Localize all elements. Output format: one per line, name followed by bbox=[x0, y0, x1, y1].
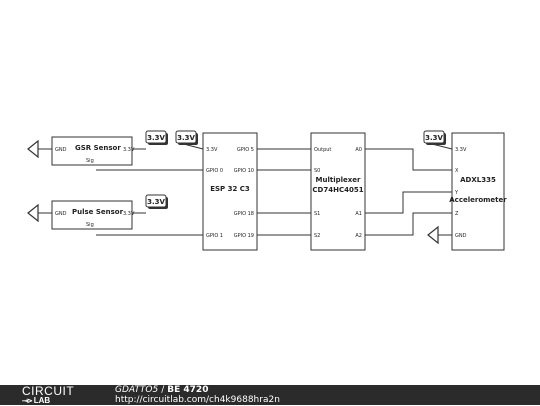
adxl335-body bbox=[451, 132, 505, 251]
pin-label: Y bbox=[454, 190, 459, 196]
pin-label: GPIO 10 bbox=[234, 168, 254, 174]
pin-label: GND bbox=[455, 233, 467, 239]
power-flag-label: 3.3V bbox=[147, 198, 165, 206]
pin-label: Sig bbox=[86, 222, 94, 228]
resistor-diode-icon: ⊸⊳ bbox=[22, 398, 33, 405]
pin-label: A1 bbox=[355, 211, 362, 217]
wire bbox=[365, 191, 452, 214]
esp32-body bbox=[202, 132, 258, 251]
pin-label: S0 bbox=[314, 168, 320, 174]
pin-label: X bbox=[455, 168, 459, 174]
footer-bar: CIRCUIT ⊸⊳LAB GDATTO5/BE 4720 http://cir… bbox=[0, 385, 540, 405]
wire bbox=[365, 148, 452, 171]
wire bbox=[365, 212, 452, 236]
circuit-url[interactable]: http://circuitlab.com/ch4k9688hra2n bbox=[115, 395, 280, 405]
power-flag bbox=[175, 130, 197, 144]
pin-label: GND bbox=[55, 147, 67, 153]
pin-label: 3.3V bbox=[123, 211, 135, 217]
pin-label: GND bbox=[55, 211, 67, 217]
mux-part-number: CD74HC4051 bbox=[312, 186, 363, 194]
logo-wordmark-top: CIRCUIT bbox=[22, 384, 75, 398]
gsr-sensor-body bbox=[51, 136, 133, 166]
power-flag-label: 3.3V bbox=[147, 134, 165, 142]
power-flag-label: 3.3V bbox=[425, 134, 443, 142]
pin-label: A0 bbox=[355, 147, 362, 153]
pin-label: 3.3V bbox=[206, 147, 218, 153]
separator: / bbox=[161, 385, 165, 395]
ground-symbol-icon bbox=[427, 225, 439, 245]
logo-lab-text: LAB bbox=[33, 396, 51, 405]
gsr-sensor-title: GSR Sensor bbox=[75, 144, 121, 152]
pin-label: Output bbox=[314, 147, 331, 153]
power-flag bbox=[145, 130, 167, 144]
mux-body bbox=[310, 132, 366, 251]
logo-wordmark-bottom: ⊸⊳LAB bbox=[22, 396, 50, 405]
author-name[interactable]: GDATTO5 bbox=[115, 385, 159, 395]
pin-label: 3.3V bbox=[123, 147, 135, 153]
circuit-credit: GDATTO5/BE 4720 bbox=[115, 385, 208, 395]
esp32-title: ESP 32 C3 bbox=[210, 185, 250, 193]
circuitlab-logo[interactable]: CIRCUIT ⊸⊳LAB bbox=[22, 385, 92, 405]
pulse-sensor-body bbox=[51, 200, 133, 230]
circuit-name[interactable]: BE 4720 bbox=[167, 385, 209, 395]
adxl335-title: ADXL335 bbox=[460, 176, 496, 184]
pulse-sensor-title: Pulse Sensor bbox=[72, 208, 124, 216]
pin-label: 3.3V bbox=[455, 147, 467, 153]
ground-symbol-icon bbox=[27, 203, 39, 223]
pin-label: GPIO 18 bbox=[234, 211, 254, 217]
pin-label: A2 bbox=[355, 233, 362, 239]
pin-label: GPIO 5 bbox=[237, 147, 254, 153]
ground-symbol-icon bbox=[27, 139, 39, 159]
pin-label: GPIO 0 bbox=[206, 168, 223, 174]
power-flag bbox=[423, 130, 445, 144]
power-flag-label: 3.3V bbox=[177, 134, 195, 142]
pin-label: Z bbox=[455, 211, 459, 217]
pin-label: S1 bbox=[314, 211, 320, 217]
adxl335-subtitle: Accelerometer bbox=[449, 196, 507, 204]
pin-label: GPIO 19 bbox=[234, 233, 254, 239]
pin-label: Sig bbox=[86, 158, 94, 164]
power-flag bbox=[145, 194, 167, 208]
schematic-canvas: 3.3V 3.3V 3.3V 3.3V GSR Sensor GND 3.3V … bbox=[27, 130, 507, 251]
pin-label: S2 bbox=[314, 233, 320, 239]
mux-title: Multiplexer bbox=[316, 176, 362, 184]
pin-label: GPIO 1 bbox=[206, 233, 223, 239]
